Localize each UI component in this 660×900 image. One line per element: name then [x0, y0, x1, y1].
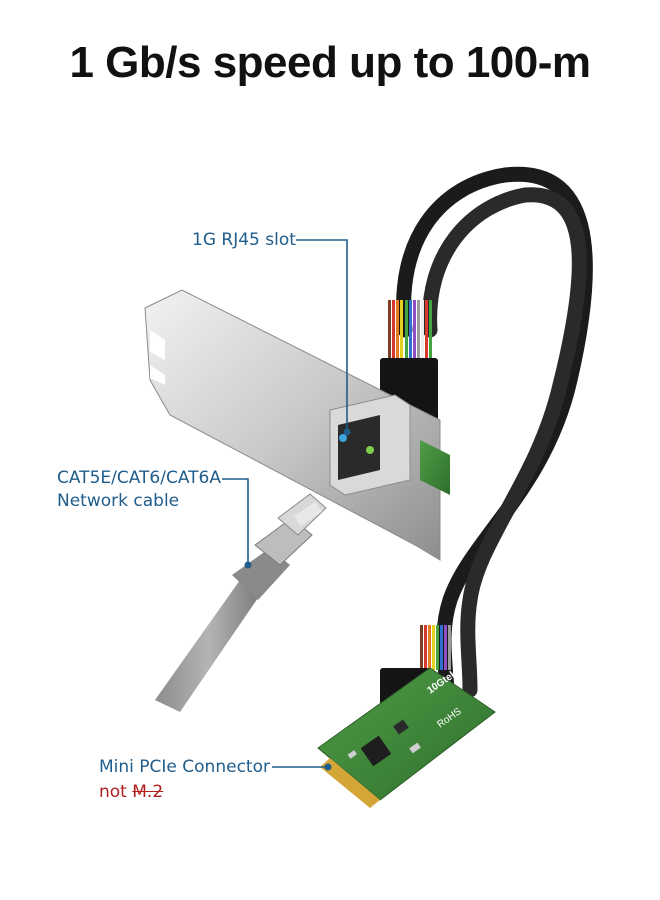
black-cable-bundle: [396, 166, 593, 698]
upper-colored-wires: [388, 300, 432, 360]
callout-not-m2: not M.2: [99, 781, 163, 804]
rj45-daughter-board: [420, 440, 450, 495]
low-profile-bracket: [144, 289, 441, 561]
rj45-jack: [329, 394, 411, 496]
not-word: not: [99, 782, 127, 802]
page-title: 1 Gb/s speed up to 100-m: [69, 38, 591, 87]
callout-cable-line2: Network cable: [57, 491, 180, 511]
mini-pcie-card: [317, 667, 496, 808]
m2-struck: M.2: [132, 782, 164, 802]
callout-line-connector: [272, 763, 332, 771]
callout-line-cable: [222, 478, 252, 569]
callout-mini-pcie: Mini PCIe Connector: [99, 757, 270, 777]
callout-line-rj45: [296, 239, 351, 436]
callout-cable-line1: CAT5E/CAT6/CAT6A: [57, 468, 221, 488]
lower-colored-wires: [420, 625, 451, 670]
ethernet-cable: [155, 493, 327, 712]
callout-rj45-slot: 1G RJ45 slot: [192, 230, 296, 250]
